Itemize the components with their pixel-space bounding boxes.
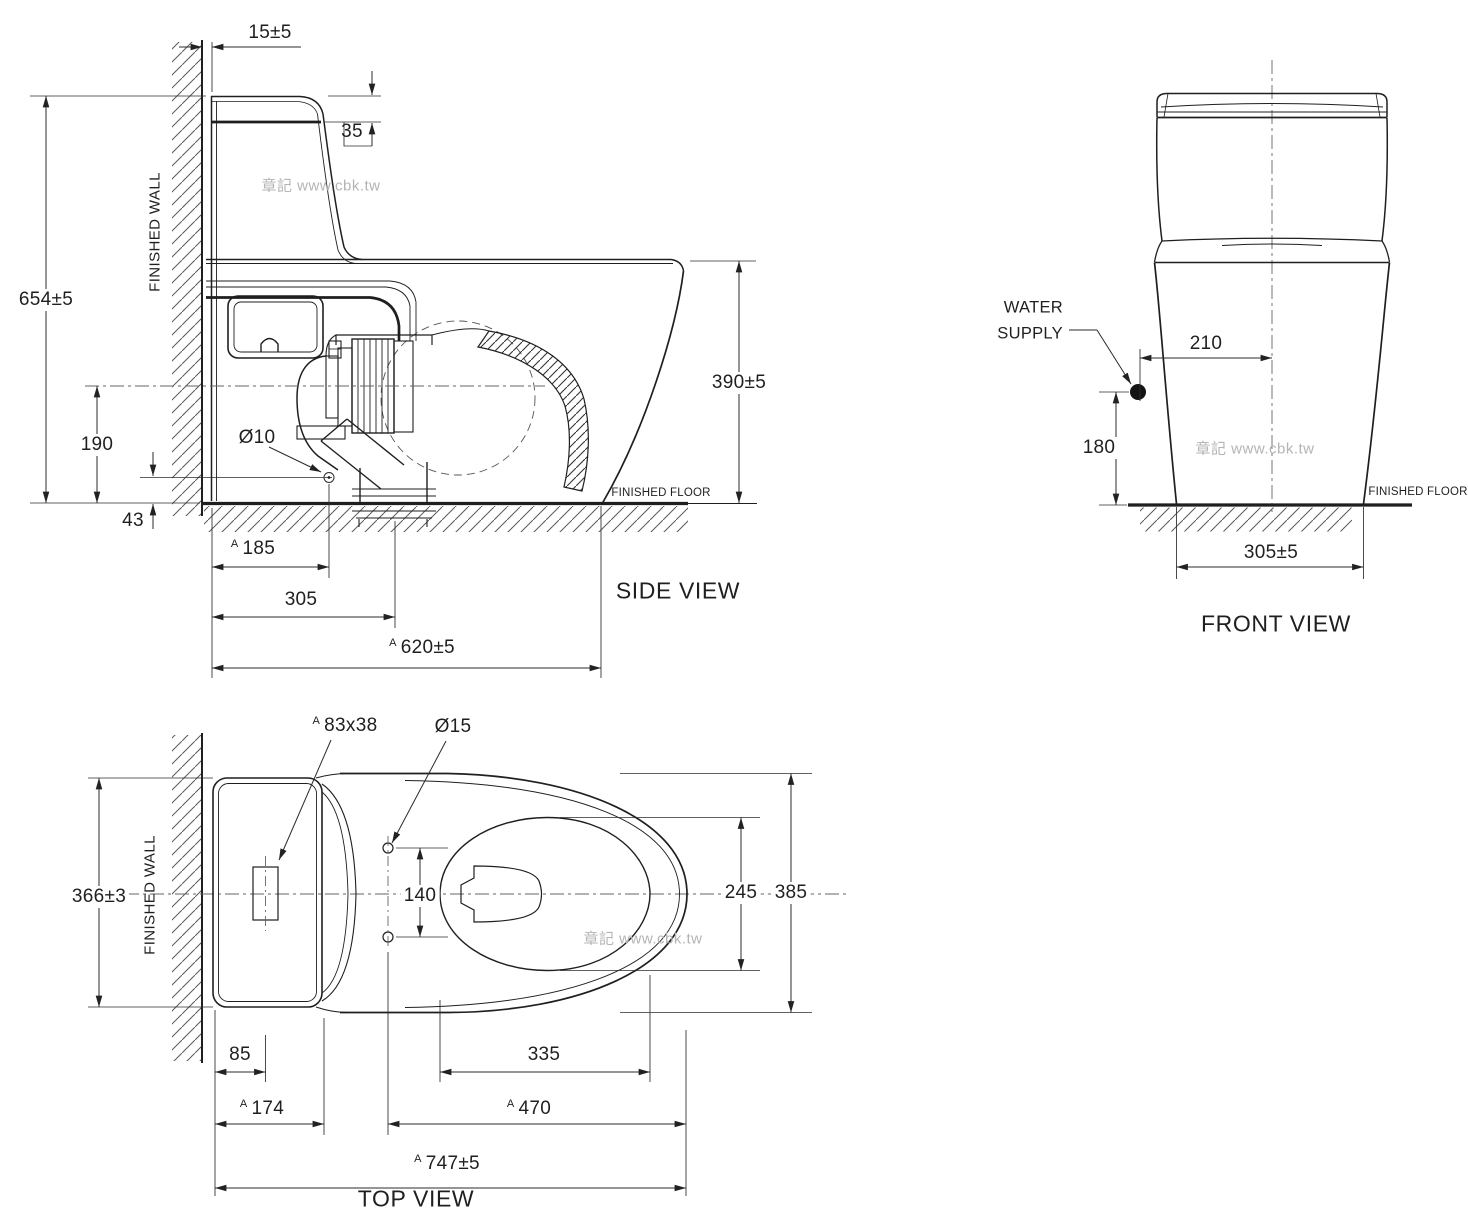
top-view-drawing — [88, 733, 848, 1196]
finished-floor-label-front: FINISHED FLOOR — [1368, 486, 1468, 498]
dim-hole-height-label: 43 — [122, 510, 144, 531]
dim-tank-width-label: 366±3 — [68, 886, 130, 908]
top-finished-wall — [172, 733, 203, 1063]
datum-a-mark: A — [230, 538, 239, 550]
side-toilet-outline — [206, 95, 685, 504]
dim-rough-in-label: 305 — [284, 589, 318, 610]
water-supply-label: WATER SUPPLY — [997, 298, 1063, 342]
dim-bowl-width-label: 385 — [771, 882, 811, 904]
top-view-title: TOP VIEW — [357, 1185, 475, 1212]
front-view-drawing — [1069, 60, 1412, 579]
side-trapway — [296, 320, 589, 527]
dim-bowl-height-label: 390±5 — [708, 372, 770, 394]
top-toilet-outline — [100, 772, 848, 1014]
watermark-top: 章記 www.cbk.tw — [583, 930, 703, 948]
datum-a-mark: A — [414, 1153, 422, 1165]
finished-wall-label-side: FINISHED WALL — [146, 172, 164, 292]
dim-supply-height-label: 180 — [1079, 437, 1119, 459]
dim-trap-height-label: 190 — [77, 434, 117, 456]
watermark-side: 章記 www.cbk.tw — [261, 177, 381, 195]
dim-overall-height-label: 654±5 — [15, 289, 77, 311]
dim-button-from-wall-label: 85 — [229, 1044, 251, 1065]
side-view-drawing — [30, 40, 757, 678]
front-toilet-outline — [1153, 60, 1391, 512]
datum-a-mark: A — [389, 637, 397, 649]
dim-wall-gap-label: 15±5 — [248, 22, 292, 43]
finished-wall-label-top: FINISHED WALL — [141, 835, 159, 955]
side-view-title: SIDE VIEW — [615, 577, 741, 604]
water-supply-point — [1130, 384, 1146, 400]
dim-seat-length-label: 335 — [527, 1044, 561, 1065]
side-finished-wall — [172, 40, 203, 516]
dim-holes-dia-label: Ø15 — [434, 716, 472, 737]
datum-a-mark: A — [239, 1098, 248, 1110]
front-finished-floor — [1128, 503, 1412, 532]
side-finished-floor — [202, 501, 757, 532]
dim-lid-height-label: 35 — [341, 121, 363, 142]
finished-floor-label-side: FINISHED FLOOR — [611, 487, 711, 499]
dim-seat-width-label: 245 — [721, 882, 761, 904]
dim-holes-spacing-label: 140 — [400, 885, 440, 907]
dim-supply-offset-label: 210 — [1189, 333, 1223, 354]
front-view-title: FRONT VIEW — [1201, 610, 1351, 637]
watermark-front: 章記 www.cbk.tw — [1195, 440, 1315, 458]
datum-a-mark: A — [312, 715, 321, 727]
dim-base-width-label: 305±5 — [1243, 542, 1299, 563]
dim-hole-dia-label: Ø10 — [238, 427, 276, 448]
datum-a-mark: A — [506, 1098, 515, 1110]
side-tank-window — [227, 295, 342, 359]
